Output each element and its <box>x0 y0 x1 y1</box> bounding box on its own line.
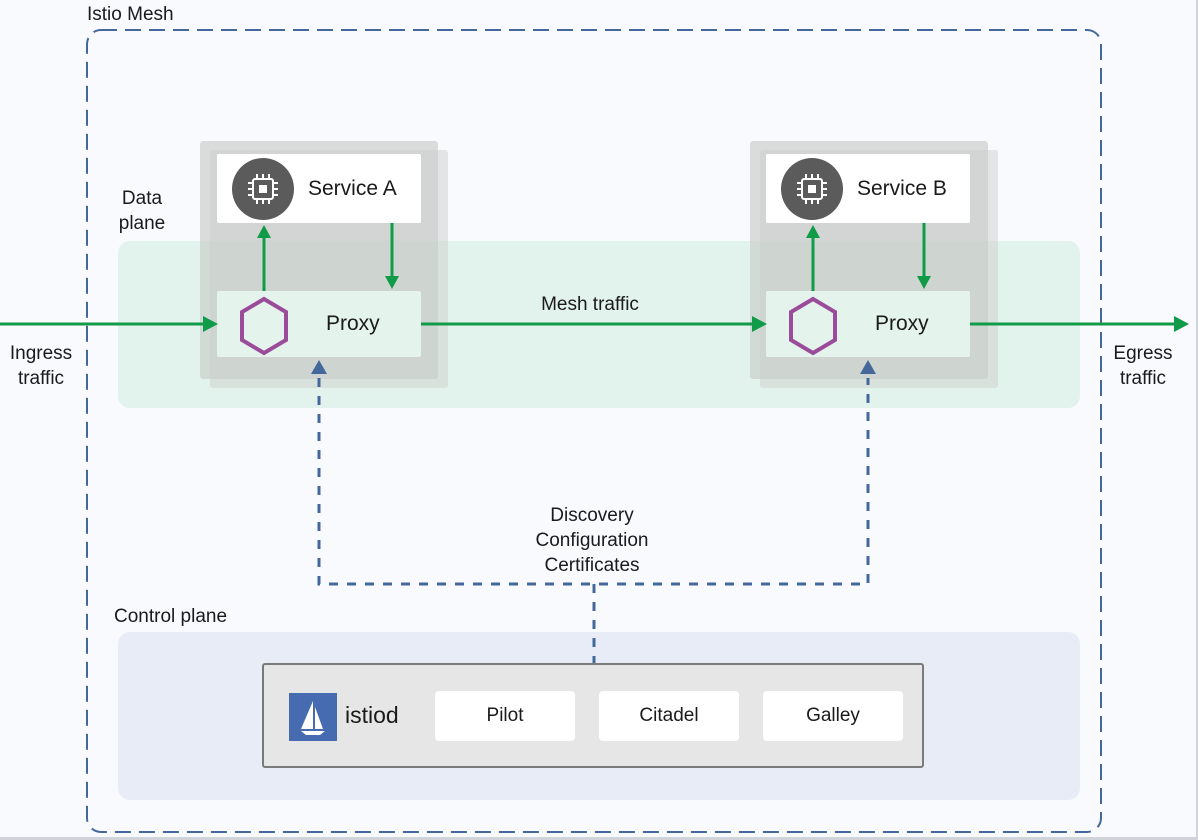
data-plane-label: Data plane <box>118 188 166 234</box>
control-plane-label: Control plane <box>114 606 228 627</box>
proxy-b-config-arrow <box>860 360 876 374</box>
pilot-component: Pilot <box>435 691 575 741</box>
cpu-chip-icon <box>781 158 843 220</box>
proxy-a-box: Proxy <box>217 291 421 357</box>
cpu-chip-icon <box>232 158 294 220</box>
proxy-a-config-arrow <box>311 360 327 374</box>
istio-logo-icon <box>289 693 337 741</box>
istiod-label: istiod <box>345 702 399 728</box>
mesh-traffic-label: Mesh traffic <box>541 294 639 315</box>
galley-component: Galley <box>763 691 903 741</box>
istiod-box: istiod Pilot Citadel Galley <box>262 663 924 768</box>
proxy-b-box: Proxy <box>766 291 970 357</box>
mesh-title: Istio Mesh <box>87 4 174 25</box>
service-a-label: Service A <box>308 177 397 200</box>
service-b-label: Service B <box>857 177 947 200</box>
control-flow-label: Discovery Configuration Certificates <box>535 505 649 576</box>
proxy-b-label: Proxy <box>875 312 929 335</box>
proxy-hexagon-icon <box>789 296 837 356</box>
service-b-box: Service B <box>766 154 970 223</box>
citadel-component: Citadel <box>599 691 739 741</box>
service-a-box: Service A <box>217 154 421 223</box>
ingress-traffic-label: Ingress traffic <box>9 343 73 389</box>
proxy-a-label: Proxy <box>326 312 380 335</box>
control-config-lines <box>317 378 870 664</box>
proxy-hexagon-icon <box>240 296 288 356</box>
egress-traffic-label: Egress traffic <box>1113 343 1173 389</box>
